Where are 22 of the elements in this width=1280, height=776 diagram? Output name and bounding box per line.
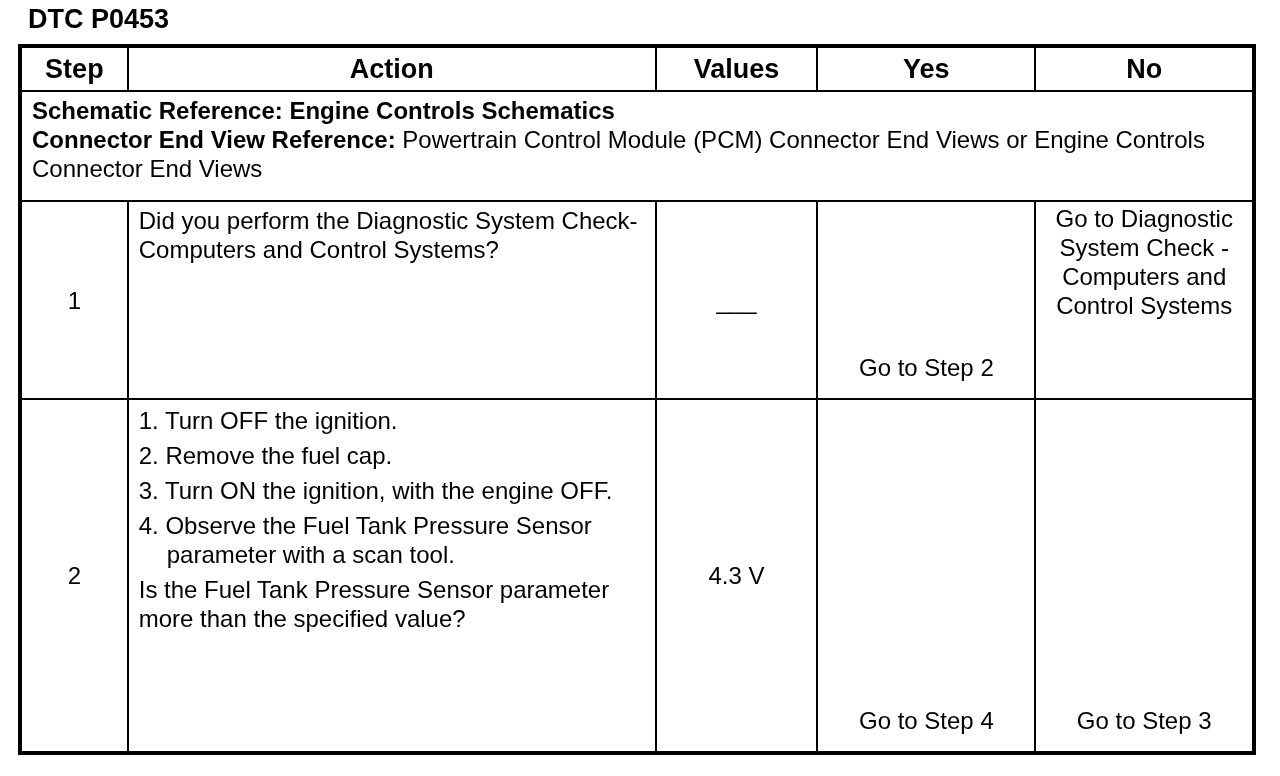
column-header: Values [692, 54, 781, 84]
action-step: 1. Turn OFF the ignition. [138, 406, 645, 435]
reference-note: Schematic Reference: Engine Controls Schematics [32, 96, 616, 125]
action-question: Is the Fuel Tank Pressure Sensor parameter more than the specified value? [138, 575, 611, 633]
column-header: Yes [902, 54, 951, 84]
action-step: 2. Remove the fuel cap. [138, 441, 645, 470]
yes-result: Go to Step 2 [857, 353, 995, 382]
action-step: 3. Turn ON the ignition, with the engine OFF. [138, 476, 645, 505]
column-header: Step [44, 54, 105, 84]
value-text: ___ [715, 285, 758, 315]
action-text: Did you perform the Diagnostic System Check-Computers and Control Systems? [138, 206, 639, 264]
no-result: Go to Diagnostic System Check - Computers and Control Systems [1054, 204, 1234, 320]
column-header: No [1125, 54, 1164, 84]
reference-note: Connector End View Reference: Powertrain Control Module (PCM) Connector End Views or Engine Controls Connector End Views [32, 125, 1206, 183]
step-number: 1 [66, 285, 83, 315]
title: DTC P0453 [28, 4, 170, 35]
no-result: Go to Step 3 [1075, 706, 1213, 735]
value-text: 4.3 V [707, 561, 766, 590]
yes-result: Go to Step 4 [857, 706, 995, 735]
action-step: 4. Observe the Fuel Tank Pressure Sensor parameter with a scan tool. [138, 511, 645, 569]
column-header: Action [348, 54, 435, 84]
step-number: 2 [66, 561, 83, 590]
